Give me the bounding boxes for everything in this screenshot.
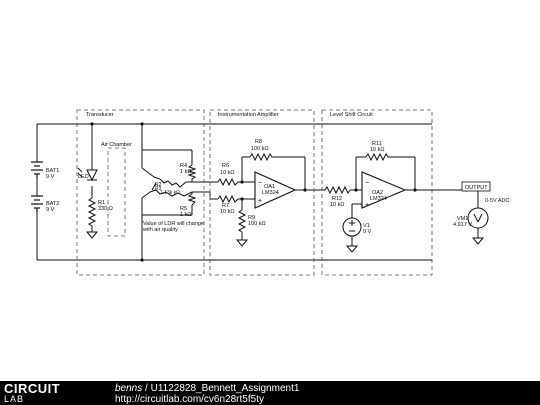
logo-text-top: CIRCUIT — [4, 381, 61, 396]
vm1-value: 4.917 V — [453, 222, 472, 228]
r11-name: R11 — [372, 141, 382, 147]
air-chamber-box — [107, 147, 126, 237]
oa2-part: LM324 — [370, 196, 387, 202]
v1-name: V1 — [363, 223, 370, 229]
resistor-r12 — [324, 185, 351, 195]
bat2-value: 9 V — [46, 207, 55, 213]
oa1-part: LM324 — [262, 190, 279, 196]
resistor-r6 — [217, 177, 239, 187]
oa1-name: OA1 — [264, 184, 275, 190]
ground-icon — [235, 239, 249, 247]
opamp-oa1-minus-sign: − — [258, 180, 262, 187]
resistor-r5 — [187, 192, 197, 206]
opamp-oa2-minus-sign: − — [365, 180, 369, 187]
transducer-label: Transducer — [86, 112, 114, 118]
author-name[interactable]: benns — [115, 383, 143, 394]
output-label: OUTPUT — [465, 185, 488, 191]
led-name: LED — [78, 174, 89, 180]
r8-value: 100 kΩ — [251, 146, 269, 152]
r7-value: 10 kΩ — [220, 209, 235, 215]
ldr-resistor — [149, 176, 193, 197]
r9-name: R9 — [248, 215, 255, 221]
opamp-oa2-plus-sign: + — [365, 202, 369, 209]
ground-icon — [345, 245, 359, 253]
footer-bar: CIRCUIT LAB benns / U1122828_Bennett_Ass… — [0, 381, 540, 405]
level-shift-label: Level Shift Circuit — [330, 112, 373, 118]
output-tag — [461, 181, 491, 192]
footer-info: benns / U1122828_Bennett_Assignment1 htt… — [115, 384, 299, 405]
battery-bat1 — [31, 161, 43, 178]
opamp-oa1-plus-sign: + — [258, 198, 262, 205]
bat1-value: 9 V — [46, 174, 55, 180]
resistor-r8 — [249, 152, 273, 162]
bat2-name: BAT2 — [46, 201, 59, 207]
r6-name: R6 — [222, 163, 229, 169]
footer-separator: / — [142, 383, 151, 394]
ground-icon — [85, 231, 99, 239]
air-chamber-label: Air Chamber — [101, 142, 132, 148]
ldr-note-line1: Value of LDR will change — [143, 221, 204, 227]
junction-dots — [90, 122, 468, 262]
r11-value: 10 kΩ — [370, 147, 385, 153]
r1-value: 330 Ω — [98, 206, 113, 212]
r5-name: R5 — [180, 206, 187, 212]
opamp-oa2 — [361, 171, 407, 209]
resistor-r1 — [87, 197, 97, 227]
r5-value: 1 kΩ — [180, 212, 191, 218]
instrumentation-amplifier-block — [209, 109, 315, 276]
r7-name: R7 — [222, 203, 229, 209]
r12-value: 10 kΩ — [330, 202, 345, 208]
project-title[interactable]: U1122828_Bennett_Assignment1 — [150, 383, 300, 394]
inst-amp-label: Instrumentation Amplifier — [218, 112, 279, 118]
wires — [36, 123, 479, 261]
r6-value: 10 kΩ — [220, 170, 235, 176]
r1-name: R1 — [98, 200, 105, 206]
led-icon — [77, 167, 98, 182]
r3-name: R3 — [155, 186, 162, 192]
circuitlab-logo[interactable]: CIRCUIT LAB — [4, 382, 114, 404]
transducer-block — [76, 109, 205, 276]
project-url[interactable]: http://circuitlab.com/cv6n28rt5f5ty — [115, 394, 264, 405]
resistor-r11 — [365, 152, 389, 162]
opamp-oa1 — [254, 171, 297, 209]
r2-name: R2 — [155, 182, 162, 188]
schematic-canvas[interactable]: − + − + Transducer Air Chamber Instrumen… — [0, 0, 540, 381]
resistor-r7 — [217, 194, 239, 204]
v1-value: 0 V — [363, 229, 372, 235]
resistor-r2 — [141, 150, 155, 178]
r9-value: 100 kΩ — [248, 221, 266, 227]
r8-name: R8 — [255, 139, 262, 145]
voltage-source-v1 — [342, 217, 362, 237]
resistor-r9 — [237, 209, 247, 233]
r12-name: R12 — [332, 196, 342, 202]
r4-name: R4 — [180, 163, 187, 169]
oa2-name: OA2 — [372, 190, 383, 196]
ldr-note-line2: with air quality — [142, 227, 178, 233]
r4-value: 1 kΩ — [180, 169, 191, 175]
voltmeter-vm1 — [467, 207, 489, 229]
bat1-name: BAT1 — [46, 168, 59, 174]
ground-icon — [471, 237, 485, 245]
battery-bat2 — [31, 195, 43, 212]
ldr-value: 1.13k kΩ — [160, 190, 180, 196]
resistor-r4 — [187, 164, 197, 182]
footer-title-line: benns / U1122828_Bennett_Assignment1 — [115, 384, 299, 394]
vm1-name: VM1 — [457, 216, 468, 222]
output-range: 0-5V ADC — [485, 198, 509, 204]
logo-text-bottom: LAB — [4, 394, 25, 404]
resistor-r3 — [141, 191, 151, 215]
level-shift-block — [321, 109, 433, 276]
